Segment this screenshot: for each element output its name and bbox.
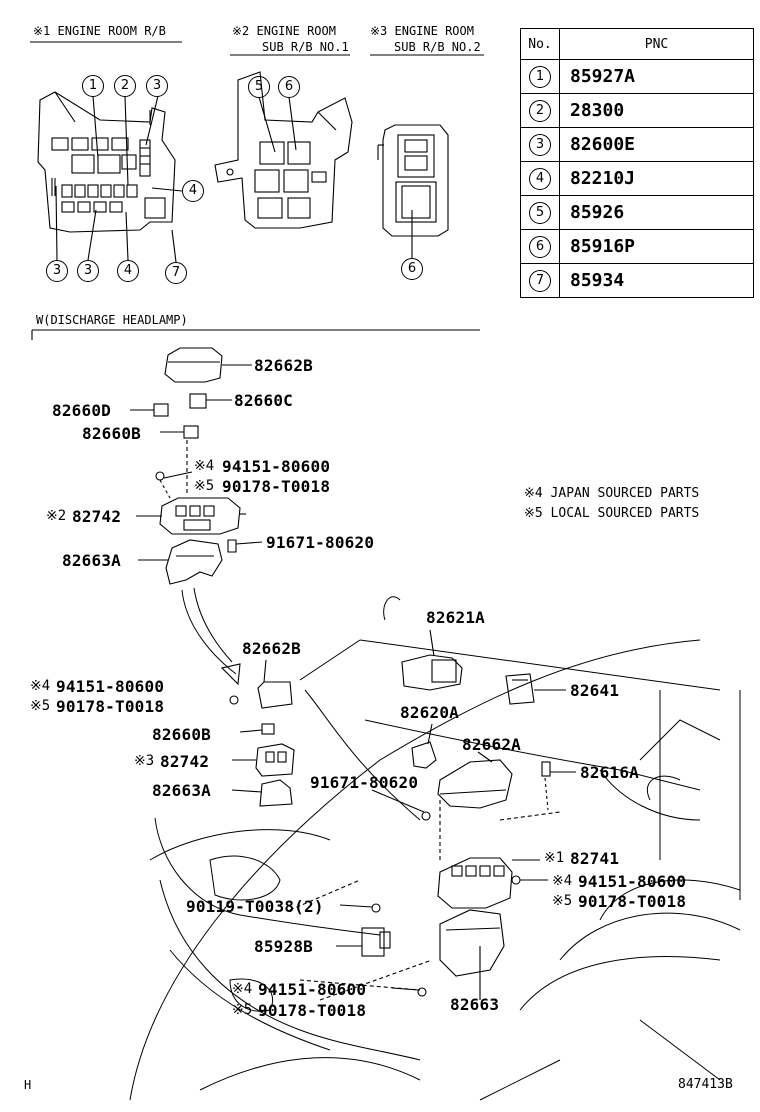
- source-mark: ※4: [232, 981, 253, 997]
- sub-rb-no1-drawing: [214, 71, 353, 229]
- part-label-90119-T0038: 90119-T0038(2): [186, 897, 324, 916]
- part-label-82742: 82742: [160, 752, 210, 771]
- part-label-82663: 82663: [450, 995, 500, 1014]
- row-number: 1: [529, 66, 551, 88]
- table-row: 5 85926: [520, 195, 754, 230]
- part-label-82660B: 82660B: [152, 725, 211, 744]
- header-sub-rb-no2-line1: ※3 ENGINE ROOM: [370, 24, 474, 38]
- part-label-91671-80620: 91671-80620: [310, 773, 419, 792]
- source-mark: ※1: [544, 850, 565, 866]
- footer-left-mark: H: [24, 1078, 32, 1092]
- table-row: 2 28300: [520, 93, 754, 128]
- source-mark: ※4: [30, 678, 51, 694]
- callout-circle: 6: [278, 76, 300, 98]
- note-japan-sourced: ※4 JAPAN SOURCED PARTS: [524, 486, 700, 501]
- part-label-90178-T0018: 90178-T0018: [222, 477, 331, 496]
- vehicle-body-outline-drawing: [129, 596, 741, 1101]
- source-mark: ※4: [194, 458, 215, 474]
- part-label-90178-T0018: 90178-T0018: [56, 697, 165, 716]
- callout-circle: 6: [401, 258, 423, 280]
- callout-circle: 1: [82, 75, 104, 97]
- row-number: 7: [529, 270, 551, 292]
- section-label-discharge-headlamp: W(DISCHARGE HEADLAMP): [36, 313, 188, 327]
- callout-circle: 3: [146, 75, 168, 97]
- header-engine-room-rb: ※1 ENGINE ROOM R/B: [33, 24, 166, 38]
- part-label-82616A: 82616A: [580, 763, 639, 782]
- row-number: 6: [529, 236, 551, 258]
- pnc-value: 85926: [559, 195, 754, 230]
- source-mark: ※3: [134, 753, 155, 769]
- illustration-number: 847413B: [678, 1077, 733, 1092]
- table-row: 6 85916P: [520, 229, 754, 264]
- part-label-82660D: 82660D: [52, 401, 111, 420]
- callout-circle: 3: [46, 260, 68, 282]
- part-label-82663A: 82663A: [152, 781, 211, 800]
- part-label-94151-80600: 94151-80600: [258, 980, 367, 999]
- part-label-82663A: 82663A: [62, 551, 121, 570]
- part-label-82660C: 82660C: [234, 391, 293, 410]
- part-label-85928B: 85928B: [254, 937, 313, 956]
- pnc-value: 85927A: [559, 59, 754, 94]
- callout-circle: 2: [114, 75, 136, 97]
- pnc-table-no-header: No.: [520, 28, 560, 60]
- pnc-table-header: No. PNC: [520, 28, 754, 60]
- pnc-value: 82600E: [559, 127, 754, 162]
- header-sub-rb-no1-line1: ※2 ENGINE ROOM: [232, 24, 336, 38]
- pnc-value: 82210J: [559, 161, 754, 196]
- callout-circle: 7: [165, 262, 187, 284]
- lower-components-drawing: [229, 629, 576, 1001]
- pnc-table-pnc-header: PNC: [559, 28, 754, 60]
- callout-circle: 4: [117, 260, 139, 282]
- source-mark: ※5: [30, 698, 51, 714]
- part-label-94151-80600: 94151-80600: [56, 677, 165, 696]
- table-row: 1 85927A: [520, 59, 754, 94]
- part-label-82662B: 82662B: [242, 639, 301, 658]
- pnc-table: No. PNC 1 85927A 2 28300 3 82600E 4 8221…: [520, 28, 754, 298]
- part-label-82660B: 82660B: [82, 424, 141, 443]
- callout-circle: 4: [182, 180, 204, 202]
- source-mark: ※2: [46, 508, 67, 524]
- source-mark: ※5: [552, 893, 573, 909]
- header-sub-rb-no1-line2: SUB R/B NO.1: [262, 40, 349, 54]
- part-label-82641: 82641: [570, 681, 620, 700]
- part-label-90178-T0018: 90178-T0018: [578, 892, 687, 911]
- part-label-82620A: 82620A: [400, 703, 459, 722]
- note-local-sourced: ※5 LOCAL SOURCED PARTS: [524, 506, 700, 521]
- header-sub-rb-no2-line2: SUB R/B NO.2: [394, 40, 481, 54]
- part-label-94151-80600: 94151-80600: [578, 872, 687, 891]
- part-label-94151-80600: 94151-80600: [222, 457, 331, 476]
- row-number: 5: [529, 202, 551, 224]
- row-number: 3: [529, 134, 551, 156]
- source-mark: ※5: [194, 478, 215, 494]
- source-mark: ※4: [552, 873, 573, 889]
- part-label-90178-T0018: 90178-T0018: [258, 1001, 367, 1020]
- part-label-82741: 82741: [570, 849, 620, 868]
- table-row: 3 82600E: [520, 127, 754, 162]
- discharge-headlamp-assembly-drawing: [130, 347, 263, 686]
- pnc-value: 85916P: [559, 229, 754, 264]
- part-label-82742: 82742: [72, 507, 122, 526]
- engine-room-rb-drawing: [37, 91, 183, 263]
- sub-rb-no2-drawing: [377, 124, 449, 258]
- part-label-91671-80620: 91671-80620: [266, 533, 375, 552]
- row-number: 2: [529, 100, 551, 122]
- pnc-value: 28300: [559, 93, 754, 128]
- row-number: 4: [529, 168, 551, 190]
- callout-circle: 5: [248, 76, 270, 98]
- callout-circle: 3: [77, 260, 99, 282]
- pnc-value: 85934: [559, 263, 754, 298]
- table-row: 7 85934: [520, 263, 754, 298]
- part-label-82662A: 82662A: [462, 735, 521, 754]
- table-row: 4 82210J: [520, 161, 754, 196]
- part-label-82662B: 82662B: [254, 356, 313, 375]
- part-label-82621A: 82621A: [426, 608, 485, 627]
- source-mark: ※5: [232, 1002, 253, 1018]
